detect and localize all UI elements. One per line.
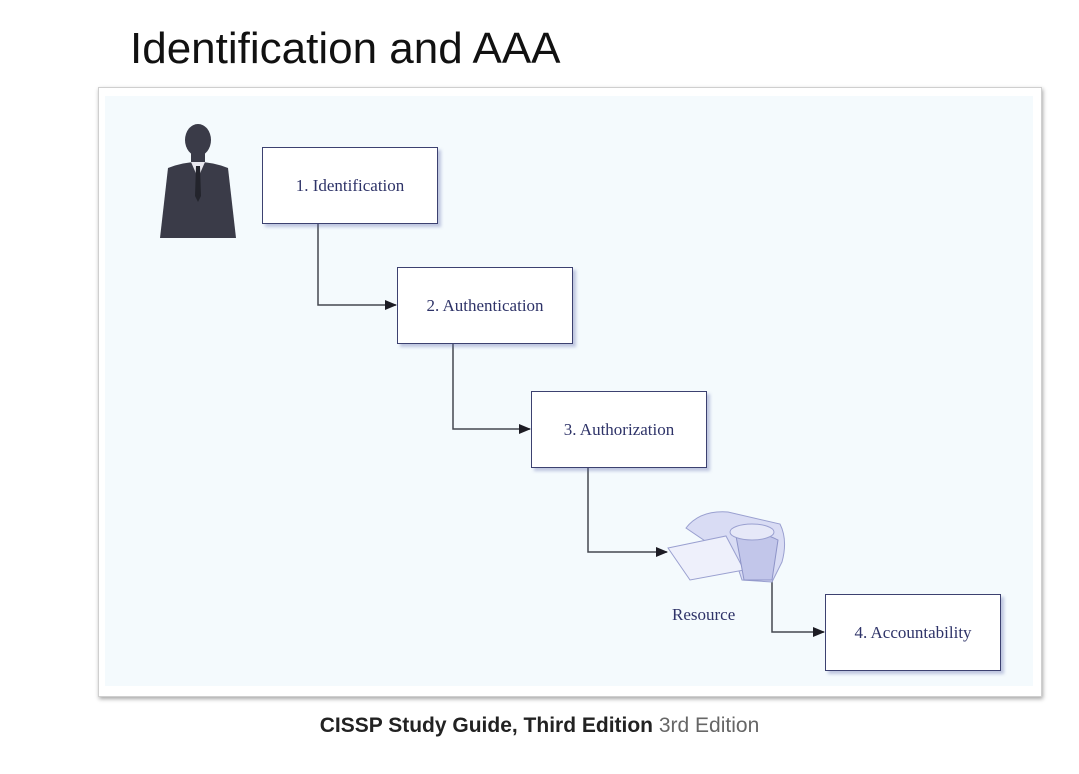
step-identification: 1. Identification bbox=[262, 147, 438, 224]
connector-identification-authentication bbox=[317, 224, 397, 310]
resource-label: Resource bbox=[672, 605, 736, 624]
figure-caption: CISSP Study Guide, Third Edition 3rd Edi… bbox=[0, 714, 1079, 738]
step-authentication: 2. Authentication bbox=[397, 267, 573, 344]
caption-edition: 3rd Edition bbox=[658, 714, 760, 737]
person-icon bbox=[160, 124, 236, 238]
connector-authorization-resource bbox=[587, 468, 668, 557]
caption-book-title: CISSP Study Guide, Third Edition bbox=[319, 714, 654, 737]
step-authorization: 3. Authorization bbox=[531, 391, 707, 468]
connector-resource-accountability bbox=[771, 566, 825, 637]
connector-authentication-authorization bbox=[452, 344, 531, 434]
resource-computer-icon bbox=[667, 511, 786, 583]
step-accountability: 4. Accountability bbox=[825, 594, 1001, 671]
slide-title: Identification and AAA bbox=[130, 24, 561, 73]
